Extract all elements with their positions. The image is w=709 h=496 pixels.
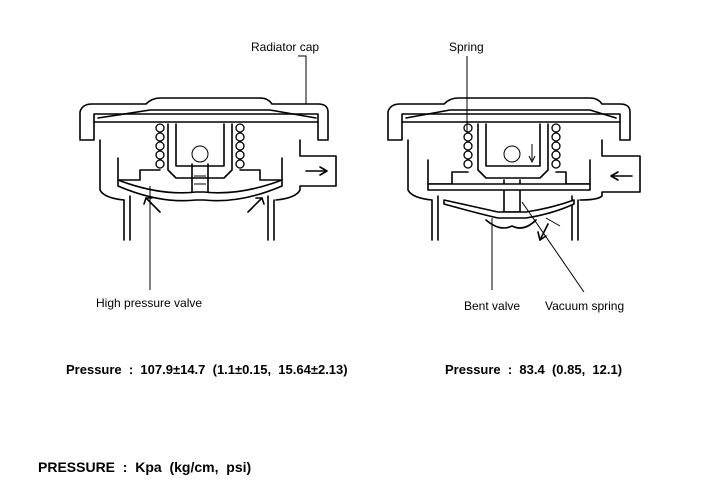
pressure-spec-right: Pressure : 83.4 (0.85, 12.1) (445, 362, 623, 377)
label-spring: Spring (449, 40, 484, 54)
right-spring-coils (463, 123, 561, 169)
label-vacuum-spring: Vacuum spring (545, 299, 625, 313)
right-cap-illustration (387, 56, 641, 293)
label-radiator-cap: Radiator cap (251, 40, 320, 54)
pressure-units-note: PRESSURE : Kpa (kg/cm, psi) (38, 459, 252, 475)
label-bent-valve: Bent valve (464, 299, 521, 313)
label-high-pressure-valve: High pressure valve (96, 296, 203, 310)
left-cap-illustration (79, 55, 337, 290)
left-spring-coils (155, 123, 245, 169)
pressure-spec-left: Pressure : 107.9±14.7 (1.1±0.15, 15.64±2… (66, 362, 348, 377)
